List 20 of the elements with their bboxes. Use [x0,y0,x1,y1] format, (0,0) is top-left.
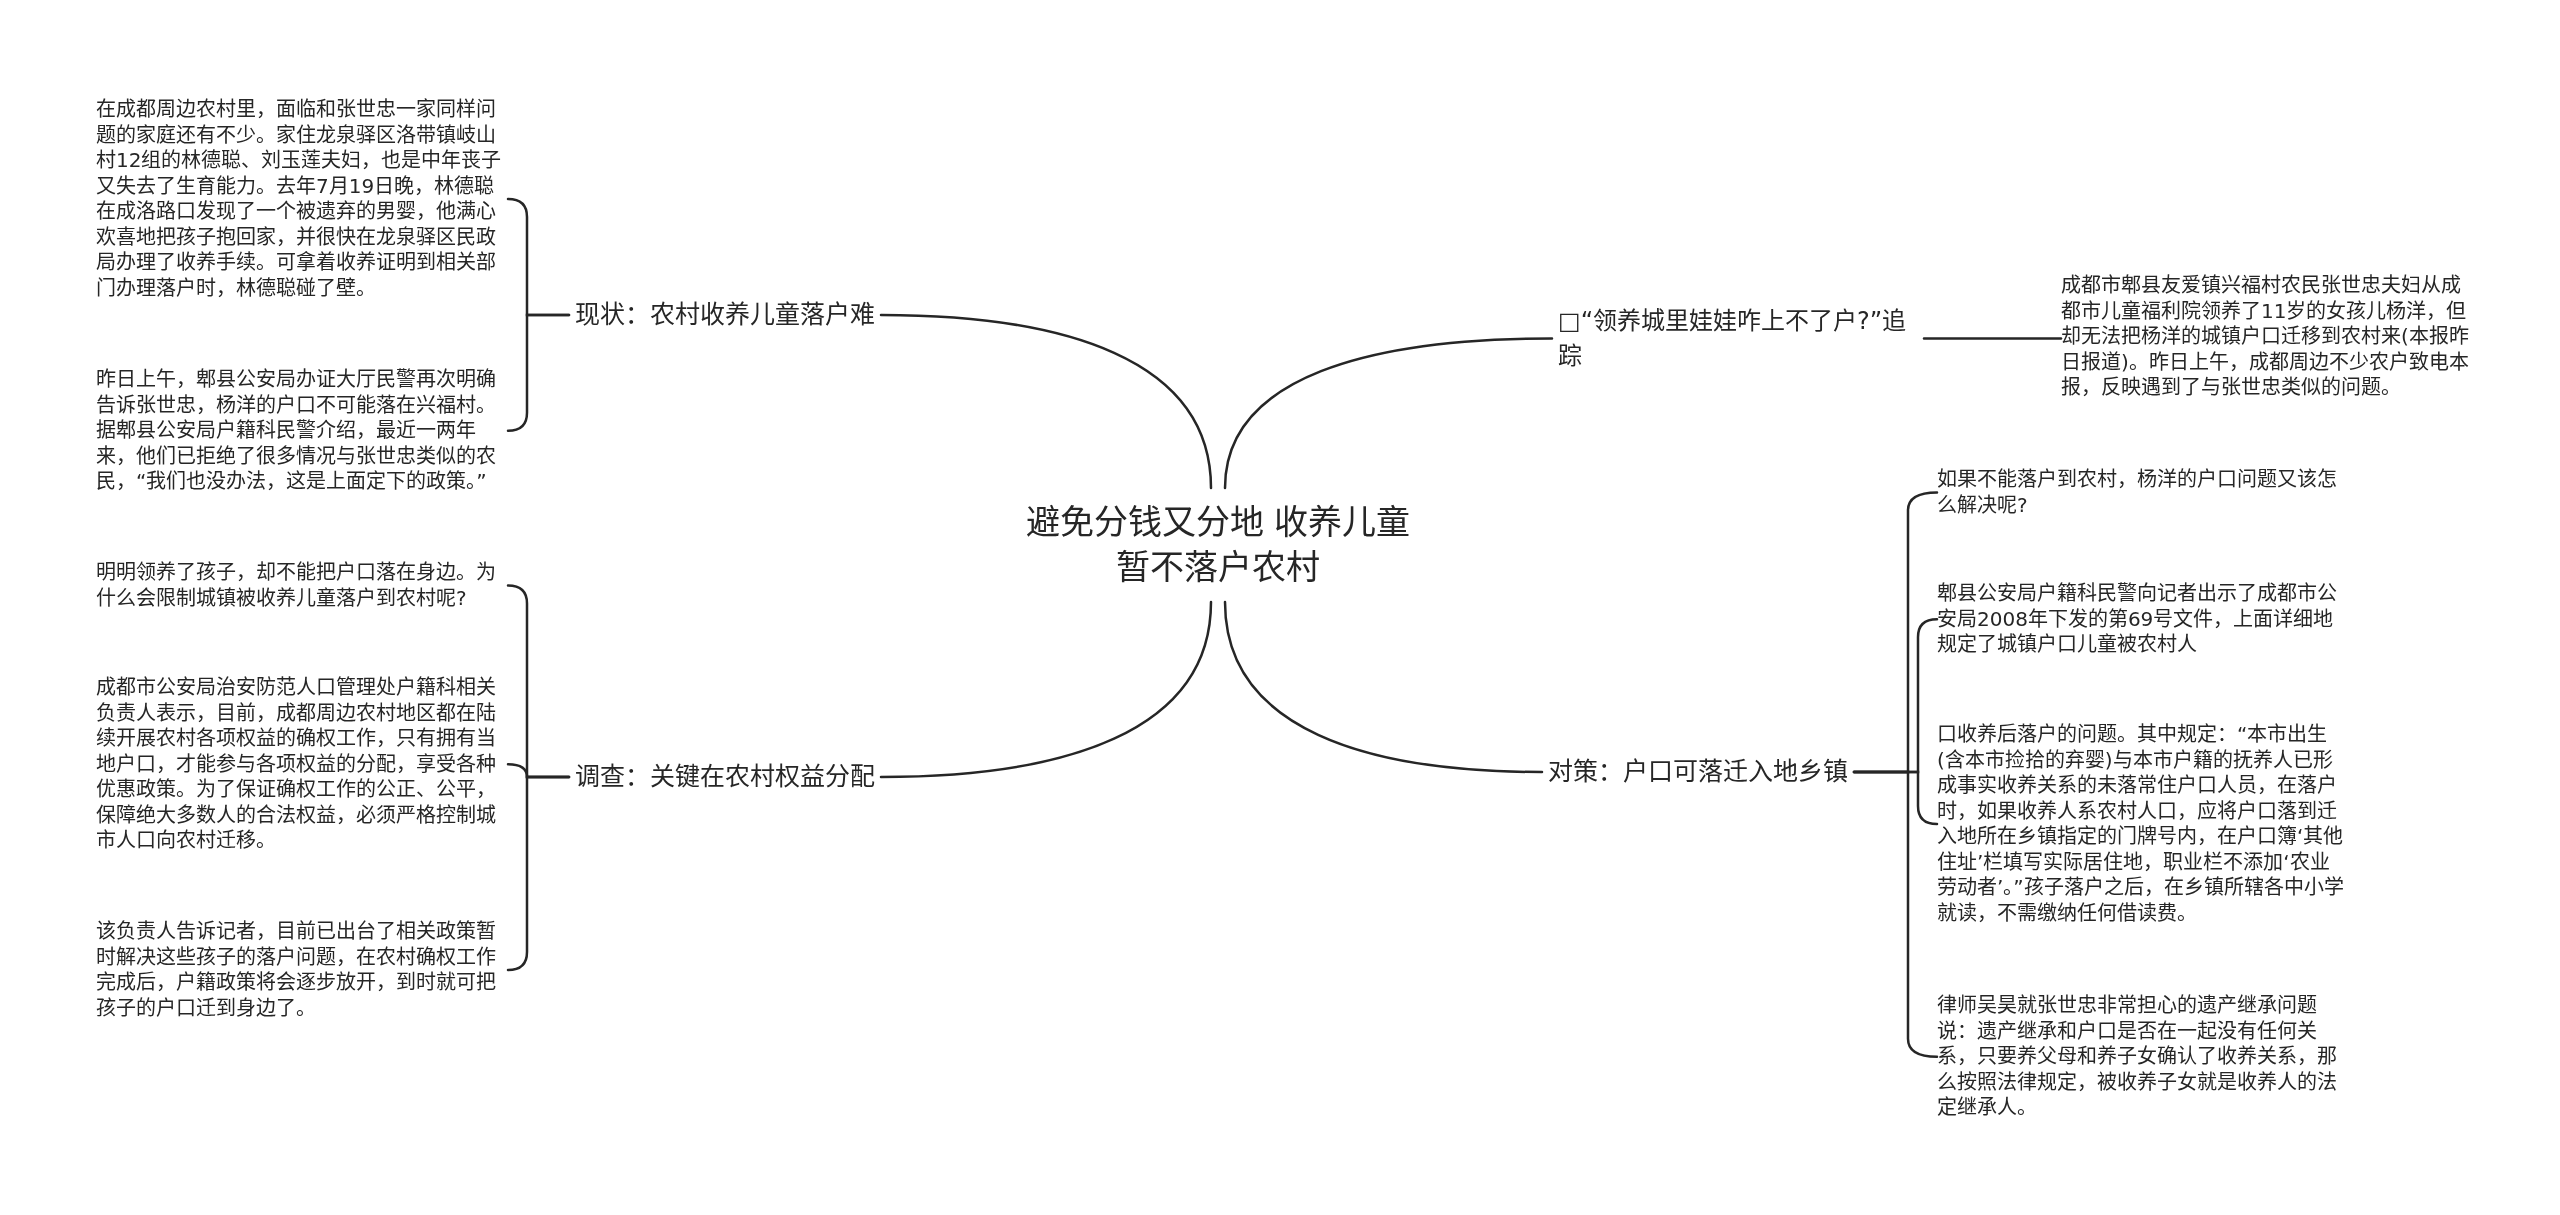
note-text: 该负责人告诉记者，目前已出台了相关政策暂时解决这些孩子的落户问题，在农村确权工作完成后，户籍政策将会逐步放开，到时就可把孩子的户口迁到身边了。 [96,919,508,1021]
note-text: 成都市郫县友爱镇兴福村农民张世忠夫妇从成都市儿童福利院领养了11岁的女孩儿杨洋，但却无法把杨洋的城镇户口迁移到农村来(本报昨日报道)。昨日上午，成都周边不少农户致电本报，反映遇到了与张世忠类似的问题。 [2061,273,2473,401]
branch-topic: □“领养城里娃娃咋上不了户?”追踪 [1552,303,1924,374]
note-text: 成都市公安局治安防范人口管理处户籍科相关负责人表示，目前，成都周边农村地区都在陆续开展农村各项权益的确权工作，只有拥有当地户口，才能参与各项权益的分配，享受各种优惠政策。为了保证确权工作的公正、公平，保障绝大多数人的合法权益，必须严格控制城市人口向农村迁移。 [96,675,508,854]
note-text: 郫县公安局户籍科民警向记者出示了成都市公安局2008年下发的第69号文件，上面详细地规定了城镇户口儿童被农村人 [1937,581,2349,658]
connector-line [1223,337,1554,490]
note-text: 如果不能落户到农村，杨洋的户口问题又该怎么解决呢? [1937,467,2349,518]
note-text: 昨日上午，郫县公安局办证大厅民警再次明确告诉张世忠，杨洋的户口不可能落在兴福村。据郫县公安局户籍科民警介绍，最近一两年来，他们已拒绝了很多情况与张世忠类似的农民，“我们也没办法，这是上面定下的政策。” [96,367,508,495]
note-text: 在成都周边农村里，面临和张世忠一家同样问题的家庭还有不少。家住龙泉驿区洛带镇岐山村12组的林德聪、刘玉莲夫妇，也是中年丧子又失去了生育能力。去年7月19日晚，林德聪在成洛路口发现了一个被遗弃的男婴，他满心欢喜地把孩子抱回家，并很快在龙泉驿区民政局办理了收养手续。可拿着收养证明到相关部门办理落户时，林德聪碰了壁。 [96,97,508,301]
connector-line [1922,337,2063,340]
central-topic: 避免分钱又分地 收养儿童暂不落户农村 [1016,488,1420,602]
connector-line [879,313,1213,490]
branch-topic: 调查：关键在农村权益分配 [569,761,881,793]
note-text: 明明领养了孩子，却不能把户口落在身边。为什么会限制城镇被收养儿童落户到农村呢? [96,560,508,611]
connector-line [1223,600,1544,774]
branch-topic: 现状：农村收养儿童落户难 [569,299,881,331]
connector-line [879,600,1213,779]
note-text: 律师吴昊就张世忠非常担心的遗产继承问题说：遗产继承和户口是否在一起没有任何关系，只要养父母和养子女确认了收养关系，那么按照法律规定，被收养子女就是收养人的法定继承人。 [1937,993,2349,1121]
note-text: 口收养后落户的问题。其中规定：“本市出生(含本市捡拾的弃婴)与本市户籍的抚养人已形成事实收养关系的未落常住户口人员，在落户时，如果收养人系农村人口，应将户口落到迁入地所在乡镇指定的门牌号内，在户口簿‘其他住址’栏填写实际居住地，职业栏不添加‘农业劳动者’。”孩子落户之后，在乡镇所辖各中小学就读，不需缴纳任何借读费。 [1937,722,2349,926]
branch-topic: 对策：户口可落迁入地乡镇 [1542,756,1854,788]
